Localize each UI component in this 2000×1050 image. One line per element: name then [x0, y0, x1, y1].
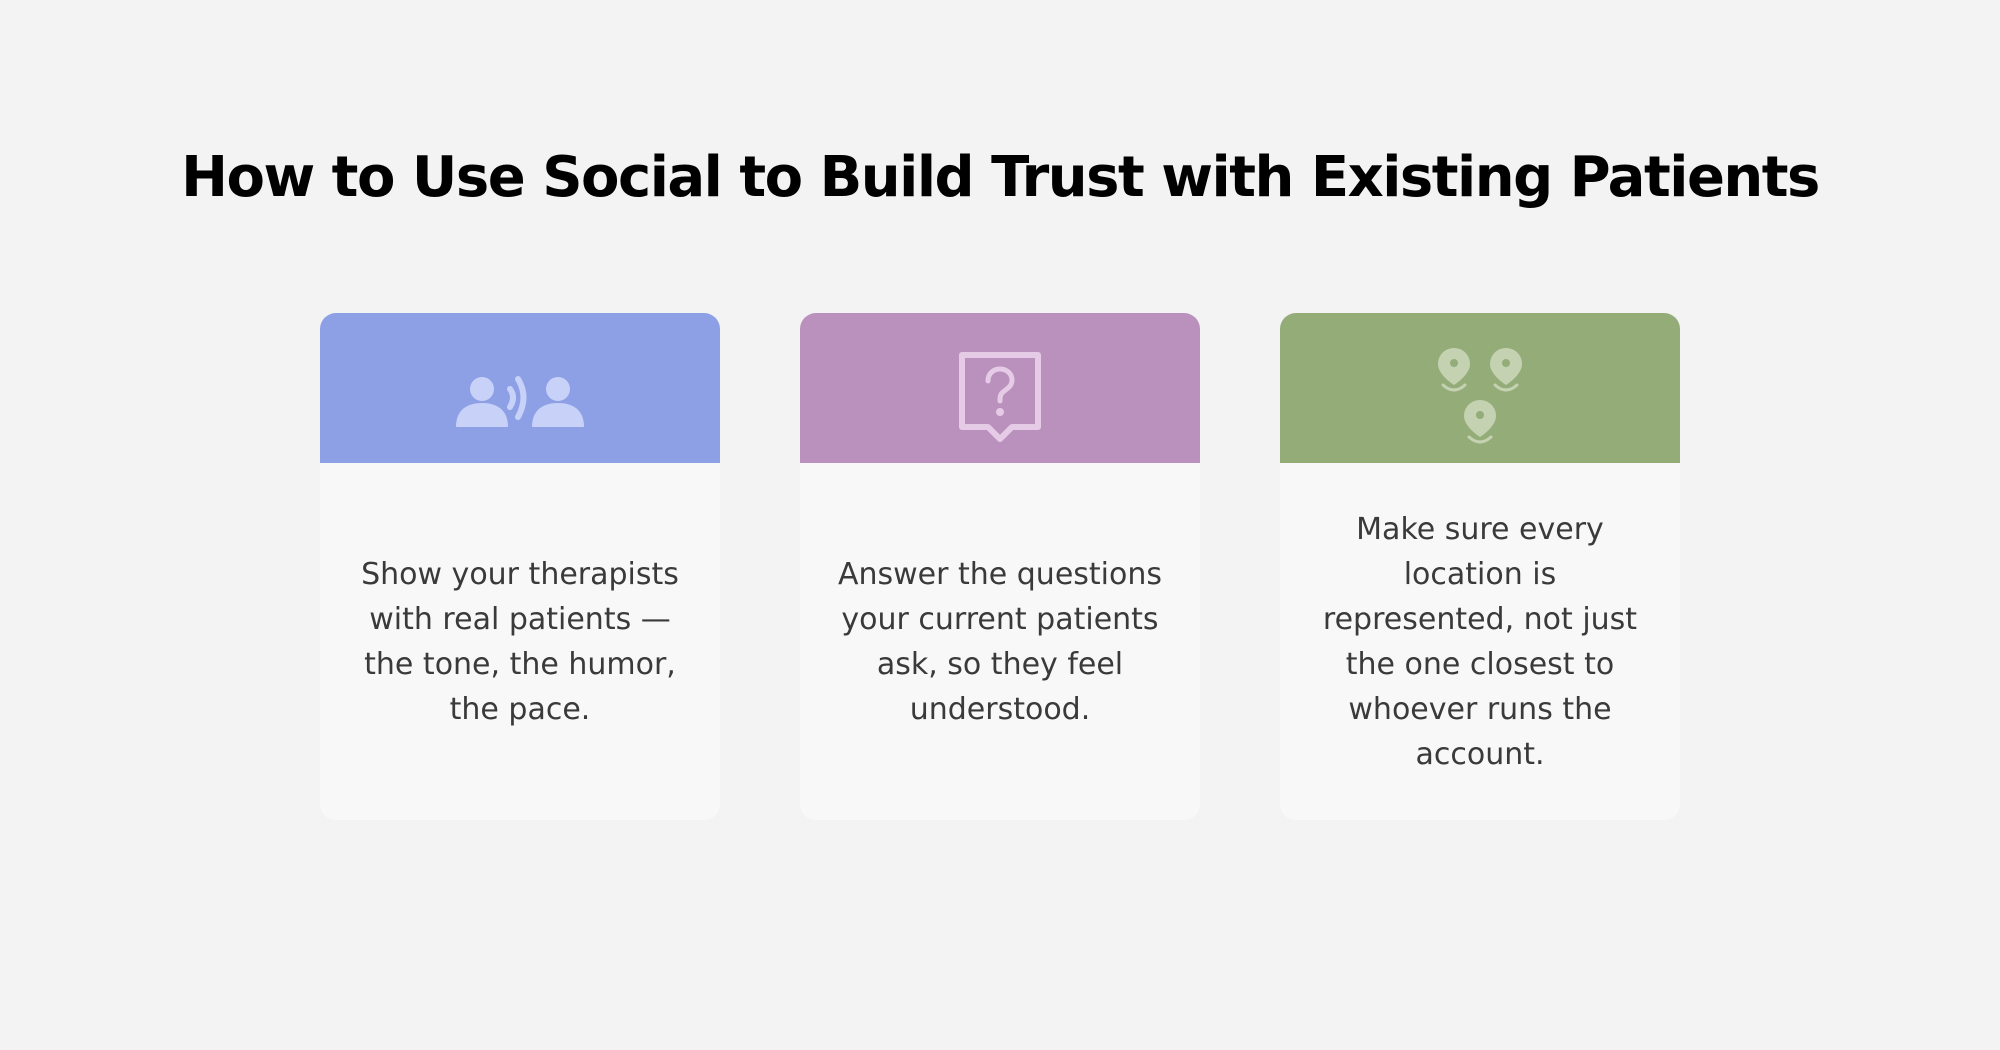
card-header: [800, 313, 1200, 463]
card-body: Show your therapists with real patients …: [320, 463, 720, 820]
card-text: Answer the questions your current patien…: [837, 556, 1163, 727]
question-bubble-icon: [800, 313, 1200, 463]
card-answer-questions: Answer the questions your current patien…: [800, 313, 1200, 820]
location-pins-icon: [1280, 313, 1680, 463]
card-header: [1280, 313, 1680, 463]
people-talking-icon: [320, 313, 720, 463]
card-every-location: Make sure every location is represented,…: [1280, 313, 1680, 820]
card-body: Answer the questions your current patien…: [800, 463, 1200, 820]
card-header: [320, 313, 720, 463]
card-show-therapists: Show your therapists with real patients …: [320, 313, 720, 820]
cards-row: Show your therapists with real patients …: [320, 313, 1680, 820]
card-text: Make sure every location is represented,…: [1322, 511, 1638, 772]
page-title: How to Use Social to Build Trust with Ex…: [181, 145, 1820, 210]
card-body: Make sure every location is represented,…: [1280, 463, 1680, 820]
card-text: Show your therapists with real patients …: [361, 556, 679, 727]
